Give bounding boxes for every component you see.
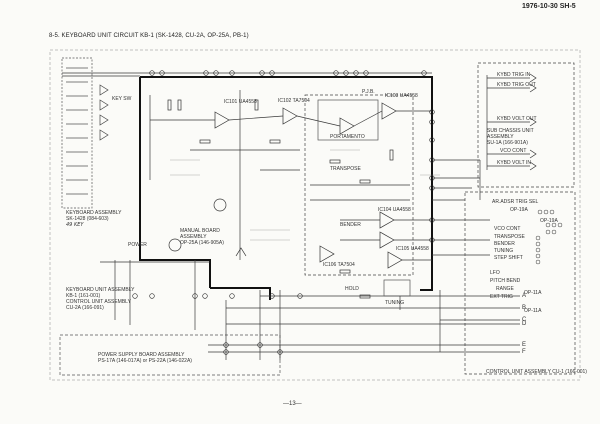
keyboard-assembly-label: KEYBOARD ASSEMBLY SK-1428 (084-603) 49 K… xyxy=(66,210,122,228)
portamento-label: PORTAMENTO xyxy=(330,134,365,140)
bus-f: F xyxy=(522,349,526,355)
pitch-bend-label: PITCH BEND xyxy=(490,278,521,284)
power-supply-label: POWER SUPPLY BOARD ASSEMBLY PS-17A (146-… xyxy=(98,352,192,364)
transpose-label: TRANSPOSE xyxy=(330,166,361,172)
jack-vco-cont: VCO CONT xyxy=(500,148,527,154)
ic-label-106: IC106 TA7504 xyxy=(323,262,355,268)
bus-d: D xyxy=(522,321,527,327)
page-number: —13— xyxy=(283,401,302,407)
tuning-label: TUNING xyxy=(385,300,405,306)
conn-op19a-2: OP-19A xyxy=(540,218,558,224)
conn-step-shift: STEP SHIFT xyxy=(494,255,523,261)
jack-kybd-volt-out: KYBD VOLT OUT xyxy=(497,116,537,122)
bus-e: E xyxy=(522,342,527,348)
keyboard-unit-label: KEYBOARD UNIT ASSEMBLY KB-1 (161-001) CO… xyxy=(66,287,135,311)
keysw-label: KEY SW xyxy=(112,96,132,102)
diagram-title: 8-5. KEYBOARD UNIT CIRCUIT KB-1 (SK-1428… xyxy=(49,33,249,39)
conn-vco-cont: VCO CONT xyxy=(494,226,521,232)
range-label: RANGE xyxy=(496,286,514,292)
ic-label-101: IC101 UA4558 xyxy=(224,99,257,105)
conn-op11a-2: OP-11A xyxy=(524,308,542,314)
conn-bender: BENDER xyxy=(494,241,515,247)
ic-label-103: IC103 UA4558 xyxy=(385,93,418,99)
ic-label-105: IC105 UA4558 xyxy=(396,246,429,252)
conn-tuning: TUNING xyxy=(494,248,514,254)
control-unit-label: CONTROL UNIT ASSEMBLY CU-1 (166-001) xyxy=(486,369,587,375)
sub-chassis-label: SUB CHASSIS UNIT ASSEMBLY SU-1A (166-901… xyxy=(487,128,534,146)
conn-adsr-trig-sel: AR.ADSR TRIG SEL xyxy=(492,199,539,205)
hold-label: HOLD xyxy=(345,286,359,292)
bus-a: A xyxy=(522,293,527,299)
jack-kybd-trig-in: KYBD TRIG IN xyxy=(497,72,531,78)
ic-label-102: IC102 TA7504 xyxy=(278,98,310,104)
manual-board-label: MANUAL BOARD ASSEMBLY OP-25A (146-905A) xyxy=(180,228,224,246)
lfo-label: LFO xyxy=(490,270,500,276)
date-code: 1976-10-30 SH-5 xyxy=(522,3,576,10)
ext-trig-label: EXT TRIG xyxy=(490,294,513,300)
conn-transpose: TRANSPOSE xyxy=(494,234,525,240)
power-label: POWER xyxy=(128,242,147,248)
jack-kybd-volt-in: KYBD VOLT IN xyxy=(497,160,531,166)
conn-op11a-1: OP-11A xyxy=(524,290,542,296)
ic-label-104: IC104 UA4558 xyxy=(378,207,411,213)
bus-c: C xyxy=(522,317,527,323)
jack-kybd-trig-out: KYBD TRIG OUT xyxy=(497,82,536,88)
conn-op19a-1: OP-19A xyxy=(510,207,528,213)
bender-label: BENDER xyxy=(340,222,361,228)
bus-b: B xyxy=(522,305,527,311)
pjb-label: P.J.B. xyxy=(362,89,375,95)
